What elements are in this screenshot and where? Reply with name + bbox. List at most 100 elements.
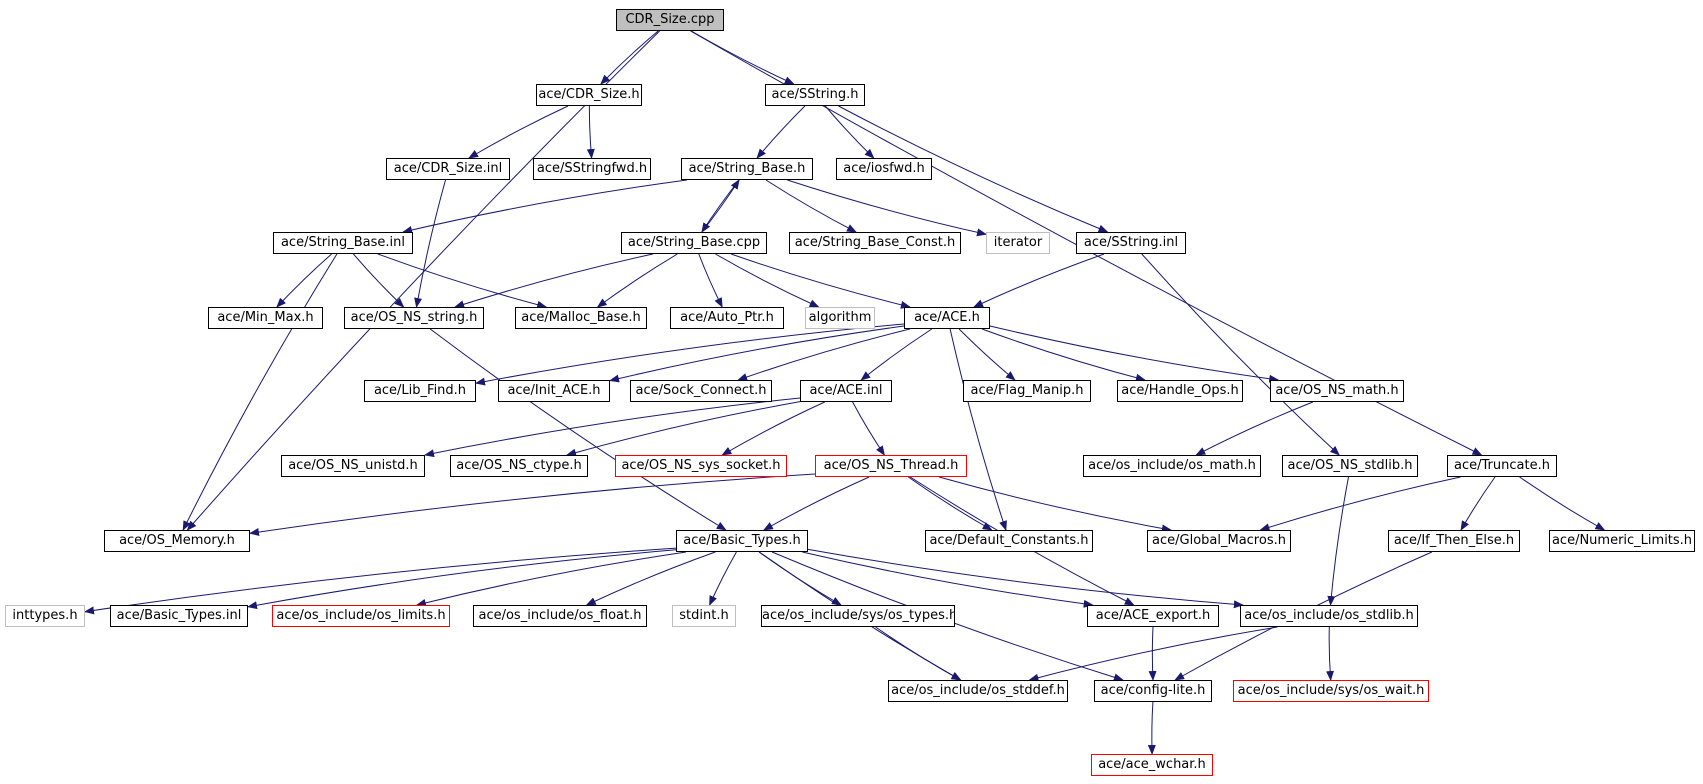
edge-string-base-inl-to-os-ns-string-h (353, 253, 405, 308)
edge-string-base-cpp-to-malloc-base-h (596, 253, 678, 308)
node-global-macros-h[interactable]: ace/Global_Macros.h (1147, 530, 1291, 552)
node-flag-manip-h[interactable]: ace/Flag_Manip.h (963, 380, 1091, 402)
node-lib-find-h[interactable]: ace/Lib_Find.h (364, 380, 476, 402)
edge-os-ns-thread-h-to-basic-types-h (763, 476, 870, 531)
node-os-include-os-float-h[interactable]: ace/os_include/os_float.h (473, 605, 647, 627)
node-sstring-inl[interactable]: ace/SString.inl (1076, 232, 1186, 254)
node-sock-connect-h[interactable]: ace/Sock_Connect.h (630, 380, 772, 402)
edge-string-base-inl-to-min-max-h (276, 253, 332, 308)
node-os-ns-unistd-h[interactable]: ace/OS_NS_unistd.h (281, 455, 425, 477)
node-ace-export-h[interactable]: ace/ACE_export.h (1087, 605, 1219, 627)
node-os-include-os-limits-h[interactable]: ace/os_include/os_limits.h (272, 605, 450, 627)
node-ace-wchar-h[interactable]: ace/ace_wchar.h (1091, 754, 1213, 776)
node-string-base-inl[interactable]: ace/String_Base.inl (273, 232, 413, 254)
edge-cdr-size-h-to-cdr-size-inl (468, 105, 569, 159)
edge-ace-h-to-os-ns-math-h (989, 325, 1280, 383)
edge-basic-types-h-to-basic-types-inl (247, 549, 677, 610)
edge-os-ns-thread-h-to-os-memory-h (249, 473, 816, 536)
node-config-lite-h[interactable]: ace/config-lite.h (1094, 680, 1212, 702)
edge-ace-h-to-handle-ops-h (981, 328, 1146, 382)
node-truncate-h[interactable]: ace/Truncate.h (1447, 455, 1557, 477)
edge-os-stdlib-h-to-os-wait-h (1326, 626, 1335, 681)
edge-os-ns-stdlib-h-to-os-stdlib-h (1327, 476, 1349, 606)
node-os-include-sys-os-wait-h[interactable]: ace/os_include/sys/os_wait.h (1233, 680, 1429, 702)
node-auto-ptr-h[interactable]: ace/Auto_Ptr.h (670, 307, 784, 329)
edge-string-base-cpp-to-ace-h (730, 253, 911, 309)
edge-os-stdlib-h-to-os-stddef-h (1028, 626, 1278, 682)
node-cdr-size-cpp[interactable]: CDR_Size.cpp (616, 9, 724, 31)
edge-basic-types-h-to-ace-export-h (802, 551, 1094, 608)
edge-string-base-h-to-iterator (787, 179, 987, 237)
node-inttypes-h: inttypes.h (5, 605, 85, 627)
node-ace-inl[interactable]: ace/ACE.inl (800, 380, 892, 402)
node-string-base-const-h[interactable]: ace/String_Base_Const.h (789, 232, 961, 254)
edge-os-types-h-to-os-stddef-h (875, 626, 962, 681)
edge-root-to-sstring-h (691, 30, 795, 85)
edge-cdr-size-h-to-sstringfwd-h (586, 105, 595, 159)
edge-ace-inl-to-os-ns-sys-socket-h (721, 401, 825, 456)
edge-basic-types-h-to-os-limits-h (415, 551, 687, 607)
edge-os-ns-math-h-to-os-math-h (1195, 401, 1313, 456)
edge-string-base-h-to-string-base-inl (402, 179, 687, 234)
edge-sstring-h-to-iosfwd-h (824, 105, 875, 159)
node-min-max-h[interactable]: ace/Min_Max.h (208, 307, 323, 329)
edge-ace-h-to-flag-manip-h (958, 328, 1016, 381)
node-os-ns-thread-h[interactable]: ace/OS_NS_Thread.h (815, 455, 967, 477)
node-os-include-sys-os-types-h[interactable]: ace/os_include/sys/os_types.h (761, 605, 955, 627)
edge-ace-inl-to-os-ns-thread-h (852, 401, 885, 456)
node-string-base-cpp[interactable]: ace/String_Base.cpp (621, 232, 767, 254)
edge-basic-types-h-to-stdint-h (709, 551, 737, 606)
node-os-ns-sys-socket-h[interactable]: ace/OS_NS_sys_socket.h (615, 455, 787, 477)
node-os-ns-string-h[interactable]: ace/OS_NS_string.h (344, 307, 484, 329)
edge-basic-types-h-to-os-stdlib-h (807, 548, 1244, 609)
node-cdr-size-h[interactable]: ace/CDR_Size.h (536, 84, 642, 106)
node-cdr-size-inl[interactable]: ace/CDR_Size.inl (386, 158, 510, 180)
node-if-then-else-h[interactable]: ace/If_Then_Else.h (1388, 530, 1520, 552)
node-os-ns-math-h[interactable]: ace/OS_NS_math.h (1270, 380, 1404, 402)
node-algorithm: algorithm (805, 307, 875, 329)
edge-cdr-size-inl-to-os-ns-string-h (414, 179, 446, 308)
edge-config-lite-h-to-ace-wchar-h (1147, 701, 1156, 755)
node-numeric-limits-h[interactable]: ace/Numeric_Limits.h (1549, 530, 1695, 552)
edge-ace-export-h-to-config-lite-h (1148, 626, 1157, 681)
node-handle-ops-h[interactable]: ace/Handle_Ops.h (1117, 380, 1243, 402)
edge-os-ns-string-h-to-basic-types-h (429, 328, 727, 531)
node-basic-types-h[interactable]: ace/Basic_Types.h (676, 530, 808, 552)
node-os-include-os-stddef-h[interactable]: ace/os_include/os_stddef.h (888, 680, 1068, 702)
node-iosfwd-h[interactable]: ace/iosfwd.h (836, 158, 932, 180)
node-basic-types-inl[interactable]: ace/Basic_Types.inl (110, 605, 248, 627)
edge-basic-types-h-to-os-float-h (585, 551, 716, 606)
edge-string-base-inl-to-malloc-base-h (377, 253, 548, 309)
node-os-include-os-math-h[interactable]: ace/os_include/os_math.h (1083, 455, 1261, 477)
node-stdint-h: stdint.h (672, 605, 736, 627)
edge-ace-h-to-lib-find-h (475, 323, 905, 386)
node-sstringfwd-h[interactable]: ace/SStringfwd.h (533, 158, 651, 180)
node-os-memory-h[interactable]: ace/OS_Memory.h (104, 530, 250, 552)
edge-ace-h-to-sock-connect-h (737, 328, 911, 381)
edge-truncate-h-to-global-macros-h (1259, 476, 1461, 532)
edge-string-base-cpp-to-auto-ptr-h (698, 253, 723, 308)
node-iterator: iterator (986, 232, 1050, 254)
node-default-constants-h[interactable]: ace/Default_Constants.h (925, 530, 1093, 552)
edge-string-base-cpp-to-string-base-h (701, 179, 740, 233)
node-os-ns-ctype-h[interactable]: ace/OS_NS_ctype.h (450, 455, 588, 477)
node-string-base-h[interactable]: ace/String_Base.h (681, 158, 813, 180)
node-malloc-base-h[interactable]: ace/Malloc_Base.h (515, 307, 647, 329)
edge-string-base-inl-to-os-memory-h (182, 253, 338, 531)
edge-sstring-h-to-string-base-h (756, 105, 806, 159)
node-init-ace-h[interactable]: ace/Init_ACE.h (498, 380, 610, 402)
edge-string-base-h-to-string-base-const-h (765, 179, 857, 233)
edge-truncate-h-to-if-then-else-h (1460, 476, 1496, 531)
edge-basic-types-h-to-inttypes-h (84, 547, 677, 615)
edge-ace-inl-to-os-ns-unistd-h (424, 397, 801, 458)
edge-sstring-inl-to-os-ns-stdlib-h (1141, 253, 1340, 456)
edge-ace-h-to-default-constants-h (949, 328, 1007, 531)
edge-ace-h-to-ace-inl (860, 328, 933, 381)
edge-truncate-h-to-numeric-limits-h (1519, 476, 1606, 531)
edge-os-ns-thread-h-to-global-macros-h (938, 476, 1172, 533)
node-sstring-h[interactable]: ace/SString.h (765, 84, 865, 106)
node-ace-h[interactable]: ace/ACE.h (904, 307, 990, 329)
node-os-include-os-stdlib-h[interactable]: ace/os_include/os_stdlib.h (1240, 605, 1418, 627)
node-os-ns-stdlib-h[interactable]: ace/OS_NS_stdlib.h (1282, 455, 1418, 477)
